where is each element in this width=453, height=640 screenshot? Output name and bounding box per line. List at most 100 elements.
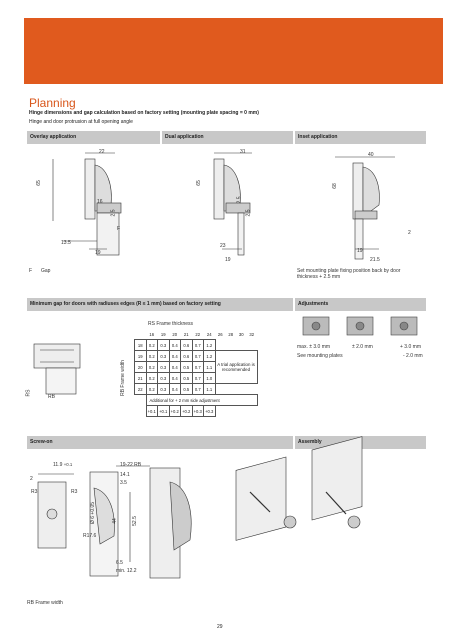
adjust-value-minus: - 2.0 mm: [403, 353, 423, 359]
legend-f: F: [29, 268, 33, 274]
inset-dim-19: 19: [357, 248, 363, 254]
page-number: 29: [217, 624, 223, 630]
inset-dim-40: 40: [368, 152, 374, 158]
increment-cell: +0.3: [203, 405, 216, 417]
table-cell: 1.2: [203, 339, 216, 351]
table-cell: 0.7: [191, 372, 204, 384]
min-gap-table: 16 19 20 21 22 24 26 28 30 32 18 0.2 0.3…: [134, 329, 258, 417]
table-cell: 0.5: [180, 372, 193, 384]
col-19: 19: [160, 331, 166, 337]
section-title: Planning: [29, 96, 76, 110]
table-blank: [135, 406, 147, 417]
adjustments-label: Adjustments: [298, 301, 329, 307]
footer-rb-legend: RB Frame width: [27, 600, 63, 606]
section-note: Hinge and door protrusion at full openin…: [29, 119, 133, 125]
dual-label: Dual application: [165, 134, 204, 140]
screw-on-label: Screw-on: [30, 439, 53, 445]
rs-title: RS Frame thickness: [148, 321, 194, 327]
table-header-row: 16 19 20 21 22 24 26 28 30 32: [135, 329, 258, 340]
table-cell: 0.6: [180, 339, 193, 351]
screw-dim-6-5: 6.5: [116, 560, 123, 566]
adjust-value-side: ± 2.0 mm: [352, 344, 373, 350]
header-banner: [24, 18, 443, 84]
row-rb: 22: [134, 383, 147, 395]
table-cell: 0.2: [145, 339, 158, 351]
table-cell: 0.5: [180, 361, 193, 373]
adjust-value-height: + 3.0 mm: [400, 344, 421, 350]
table-blank: [215, 406, 257, 417]
table-row: 22 0.2 0.3 0.4 0.5 0.7 1.1: [134, 383, 258, 395]
table-cell: 1.1: [203, 383, 216, 395]
row-rb: 21: [134, 372, 147, 384]
dual-diagram: [213, 152, 252, 256]
rb-title: RB Frame width: [119, 360, 126, 396]
screw-dim-r3a: R3: [31, 489, 38, 495]
overlay-dim-f: F: [117, 226, 121, 232]
dual-dim-19: 19: [225, 257, 231, 263]
screw-dim-r3b: R3: [71, 489, 78, 495]
rb-label: RB: [48, 394, 55, 400]
table-cell: 0.6: [180, 350, 193, 362]
table-increment-row: +0.1 +0.1 +0.2 +0.2 +0.3 +0.3: [135, 405, 258, 417]
col-30: 30: [238, 331, 244, 337]
screw-dim-11-9: 11.9 +0.1: [53, 462, 73, 468]
screw-on-bar: Screw-on: [27, 436, 293, 449]
col-22: 22: [195, 331, 201, 337]
screw-on-diagram: [37, 465, 192, 579]
inset-dim-21-5: 21.5: [370, 257, 380, 263]
increment-cell: +0.1: [145, 405, 158, 417]
overlay-dim-16: 16: [97, 199, 103, 205]
table-cell: 0.2: [145, 361, 158, 373]
screw-dim-3-5: 3.5: [120, 480, 127, 486]
legend-gap: Gap: [41, 268, 51, 274]
table-corner: [135, 329, 147, 340]
table-cell: 0.3: [157, 339, 170, 351]
col-28: 28: [228, 331, 234, 337]
increment-cell: +0.3: [191, 405, 204, 417]
table-cell: 0.4: [168, 361, 181, 373]
table-blank: [135, 395, 147, 406]
inset-dim-68: 68: [331, 183, 338, 189]
screw-dim-2: 2: [30, 476, 33, 482]
table-cell: 0.7: [191, 339, 204, 351]
dual-dim-31: 31: [240, 149, 246, 155]
inset-bar: Inset application: [295, 131, 426, 144]
table-cell: 0.7: [191, 383, 204, 395]
table-cell: 0.5: [180, 383, 193, 395]
col-21: 21: [183, 331, 189, 337]
table-cell: 0.7: [191, 350, 204, 362]
col-20: 20: [172, 331, 178, 337]
table-cell: 0.4: [168, 383, 181, 395]
row-rb: 19: [134, 350, 147, 362]
overlay-label: Overlay application: [30, 134, 77, 140]
adjustment-icons: [302, 316, 418, 336]
dual-bar: Dual application: [162, 131, 293, 144]
overlay-dim-2-5: 2.5: [110, 209, 117, 217]
screw-dim-min-12-2: min. 12.2: [116, 568, 137, 574]
table-cell: 0.3: [157, 372, 170, 384]
table-cell: 0.3: [157, 350, 170, 362]
min-gap-bar: Minimum gap for doors with radiuses edge…: [27, 298, 293, 311]
overlay-dim-19: 19: [95, 250, 101, 256]
screw-dim-rb: 19-22 RB: [120, 462, 142, 468]
screw-dim-14-1: 14.1: [120, 472, 130, 478]
see-mounting-plates: See mounting plates: [297, 353, 343, 359]
table-cell: 0.7: [191, 361, 204, 373]
row-rb: 18: [134, 339, 147, 351]
screw-dim-r17-6: R17.6: [83, 533, 97, 539]
section-subtitle: Hinge dimensions and gap calculation bas…: [29, 110, 259, 116]
adjustments-bar: Adjustments: [295, 298, 426, 311]
table-cell: 0.2: [145, 350, 158, 362]
dual-dim-2-5b: 2.5: [245, 209, 252, 217]
rs-rb-diagram: [33, 343, 81, 395]
col-32: 32: [249, 331, 255, 337]
table-cell: 0.2: [145, 383, 158, 395]
inset-diagram: [335, 156, 395, 260]
table-cell: 0.3: [157, 383, 170, 395]
inset-dim-2: 2: [408, 230, 411, 236]
table-row: 19 0.2 0.3 0.4 0.6 0.7 1.2 A trial appli…: [134, 350, 258, 384]
table-cell: 0.4: [168, 350, 181, 362]
inset-note: Set mounting plate fixing position back …: [297, 268, 401, 280]
additional-note: Additional for + 2 mm side adjustment: [145, 394, 258, 406]
increment-cell: +0.2: [168, 405, 181, 417]
